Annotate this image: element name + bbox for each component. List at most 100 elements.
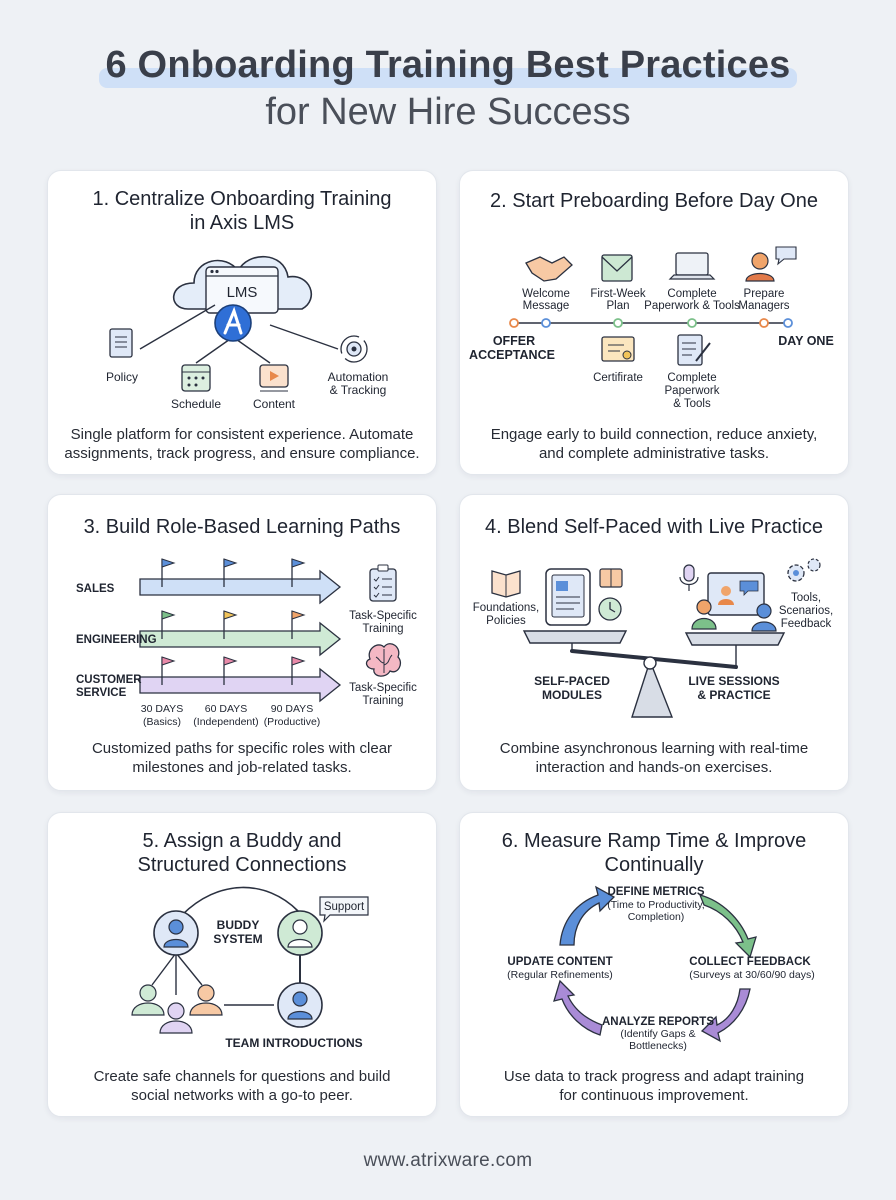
card-preboarding: 2. Start Preboarding Before Day One Welc… xyxy=(459,170,849,475)
team-member-icon-green xyxy=(131,984,165,1016)
card-description: Single platform for consistent experienc… xyxy=(64,426,420,462)
offer-label-2: ACCEPTANCE xyxy=(469,348,555,362)
buddy-label-2: SYSTEM xyxy=(213,932,262,946)
small-book-icon xyxy=(599,568,623,588)
card-description: Combine asynchronous learning with real-… xyxy=(499,740,809,776)
offer-label-1: OFFER xyxy=(493,334,535,348)
sales-path-arrow xyxy=(139,558,342,605)
card-learning-paths: 3. Build Role-Based Learning Paths SALES… xyxy=(47,494,437,791)
milestone-60-days: 60 DAYS xyxy=(205,703,247,715)
buddy-network-diagram: BUDDY SYSTEM Support TEAM INTRODUCTIO xyxy=(131,886,369,1050)
document-icon xyxy=(109,328,133,358)
paperwork-pen-icon xyxy=(677,334,711,366)
support-speech-bubble-icon xyxy=(319,896,369,923)
item-schedule: Schedule xyxy=(171,397,221,411)
milestone-90-days: 90 DAYS xyxy=(271,703,313,715)
clock-icon xyxy=(598,597,622,621)
step-welcome-l1: Welcome xyxy=(522,288,570,300)
right-items-l2: Scenarios, xyxy=(779,605,833,617)
live-sessions-l1: LIVE SESSIONS xyxy=(688,674,779,688)
laptop-icon xyxy=(668,252,716,280)
new-hire-avatar-icon xyxy=(153,910,199,956)
right-items-l1: Tools, xyxy=(791,592,821,604)
milestone-30-phase: (Basics) xyxy=(143,716,181,728)
step-collect-feedback: COLLECT FEEDBACK xyxy=(689,956,811,968)
improvement-cycle-diagram: DEFINE METRICS (Time to Productivity, Co… xyxy=(507,885,815,1052)
scale-icon xyxy=(522,630,786,718)
step-paperwork-l1: Complete xyxy=(667,288,716,300)
axis-logo-icon xyxy=(214,304,252,342)
step-complete-l1: Complete xyxy=(667,372,716,384)
right-items-l3: Feedback xyxy=(781,618,832,630)
step-update-content-d1: (Regular Refinements) xyxy=(507,969,613,981)
card-title: 2. Start Preboarding Before Day One xyxy=(490,190,818,212)
training-label-1b: Training xyxy=(362,623,403,635)
lms-hub-diagram: LMS Policy Schedule Content xyxy=(106,255,389,411)
card-title: 6. Measure Ramp Time & Improve Continual… xyxy=(501,830,807,876)
step-welcome-l2: Message xyxy=(523,300,570,312)
handshake-icon xyxy=(525,256,573,282)
lms-label: LMS xyxy=(227,284,258,301)
book-icon xyxy=(491,570,521,598)
card-buddy-system: 5. Assign a Buddy and Structured Connect… xyxy=(47,812,437,1117)
step-first-week-l2: Plan xyxy=(606,300,629,312)
step-complete-l3: & Tools xyxy=(673,398,711,410)
card-description: Customized paths for specific roles with… xyxy=(91,740,393,776)
step-collect-feedback-d1: (Surveys at 30/60/90 days) xyxy=(689,969,814,981)
arrow-green-icon xyxy=(698,894,757,959)
step-first-week-l1: First-Week xyxy=(590,288,646,300)
item-tracking: & Tracking xyxy=(330,383,387,397)
self-paced-l2: MODULES xyxy=(542,688,602,702)
person-right-icon xyxy=(751,603,777,632)
day-one-label: DAY ONE xyxy=(778,334,834,348)
card-measure-improve: 6. Measure Ramp Time & Improve Continual… xyxy=(459,812,849,1117)
step-analyze-reports-d1: (Identify Gaps & xyxy=(620,1028,695,1040)
browser-window-icon: LMS xyxy=(205,266,279,314)
certificate-icon xyxy=(601,336,635,362)
card-description: Use data to track progress and adapt tra… xyxy=(503,1068,805,1104)
card-centralize-training: 1. Centralize Onboarding Training in Axi… xyxy=(47,170,437,475)
tablet-icon xyxy=(545,568,591,626)
card-title: 1. Centralize Onboarding Training in Axi… xyxy=(92,188,392,234)
card-title: 4. Blend Self-Paced with Live Practice xyxy=(485,516,823,538)
step-prepare-l1: Prepare xyxy=(744,288,785,300)
left-items-l1: Foundations, xyxy=(473,602,540,614)
role-sales: SALES xyxy=(76,583,115,595)
milestone-30-days: 30 DAYS xyxy=(141,703,183,715)
title-highlight xyxy=(99,68,797,88)
step-define-metrics-d1: (Time to Productivity, xyxy=(607,899,704,911)
buddy-avatar-icon xyxy=(277,910,323,956)
page-header: 6 Onboarding Training Best Practices for… xyxy=(0,44,896,134)
video-play-icon xyxy=(259,364,289,392)
team-member-icon-orange xyxy=(189,984,223,1016)
engineering-path-arrow xyxy=(139,610,342,657)
gear-cycle-icon xyxy=(340,335,368,363)
role-customer-l2: SERVICE xyxy=(76,687,127,699)
left-items-l2: Policies xyxy=(486,615,526,627)
step-define-metrics: DEFINE METRICS xyxy=(607,886,704,898)
footer-url[interactable]: www.atrixware.com xyxy=(363,1150,533,1171)
arrow-purple-left-icon xyxy=(553,979,603,1036)
live-sessions-l2: & PRACTICE xyxy=(697,688,770,702)
manager-headset-icon xyxy=(745,246,797,282)
team-lead-avatar-icon xyxy=(277,982,323,1028)
card-title: 5. Assign a Buddy and Structured Connect… xyxy=(137,830,347,876)
self-paced-l1: SELF-PACED xyxy=(534,674,610,688)
arrow-purple-right-icon xyxy=(700,988,751,1043)
item-automation: Automation xyxy=(328,370,389,384)
gears-icon xyxy=(787,558,821,582)
buddy-label-1: BUDDY xyxy=(217,918,260,932)
video-call-icon xyxy=(707,572,765,616)
step-complete-l2: Paperwork xyxy=(665,385,720,397)
step-analyze-reports-d2: Bottlenecks) xyxy=(629,1040,687,1052)
milestone-60-phase: (Independent) xyxy=(193,716,258,728)
support-label: Support xyxy=(324,901,365,913)
card-description: Engage early to build connection, reduce… xyxy=(490,426,818,462)
step-define-metrics-d2: Completion) xyxy=(628,911,685,923)
role-engineering: ENGINEERING xyxy=(76,634,157,646)
preboarding-timeline: Welcome Message First-Week Plan Complete… xyxy=(469,246,834,410)
milestone-90-phase: (Productive) xyxy=(264,716,321,728)
calendar-icon xyxy=(181,364,211,392)
step-prepare-l2: Managers xyxy=(738,300,789,312)
card-title: 3. Build Role-Based Learning Paths xyxy=(83,516,401,538)
